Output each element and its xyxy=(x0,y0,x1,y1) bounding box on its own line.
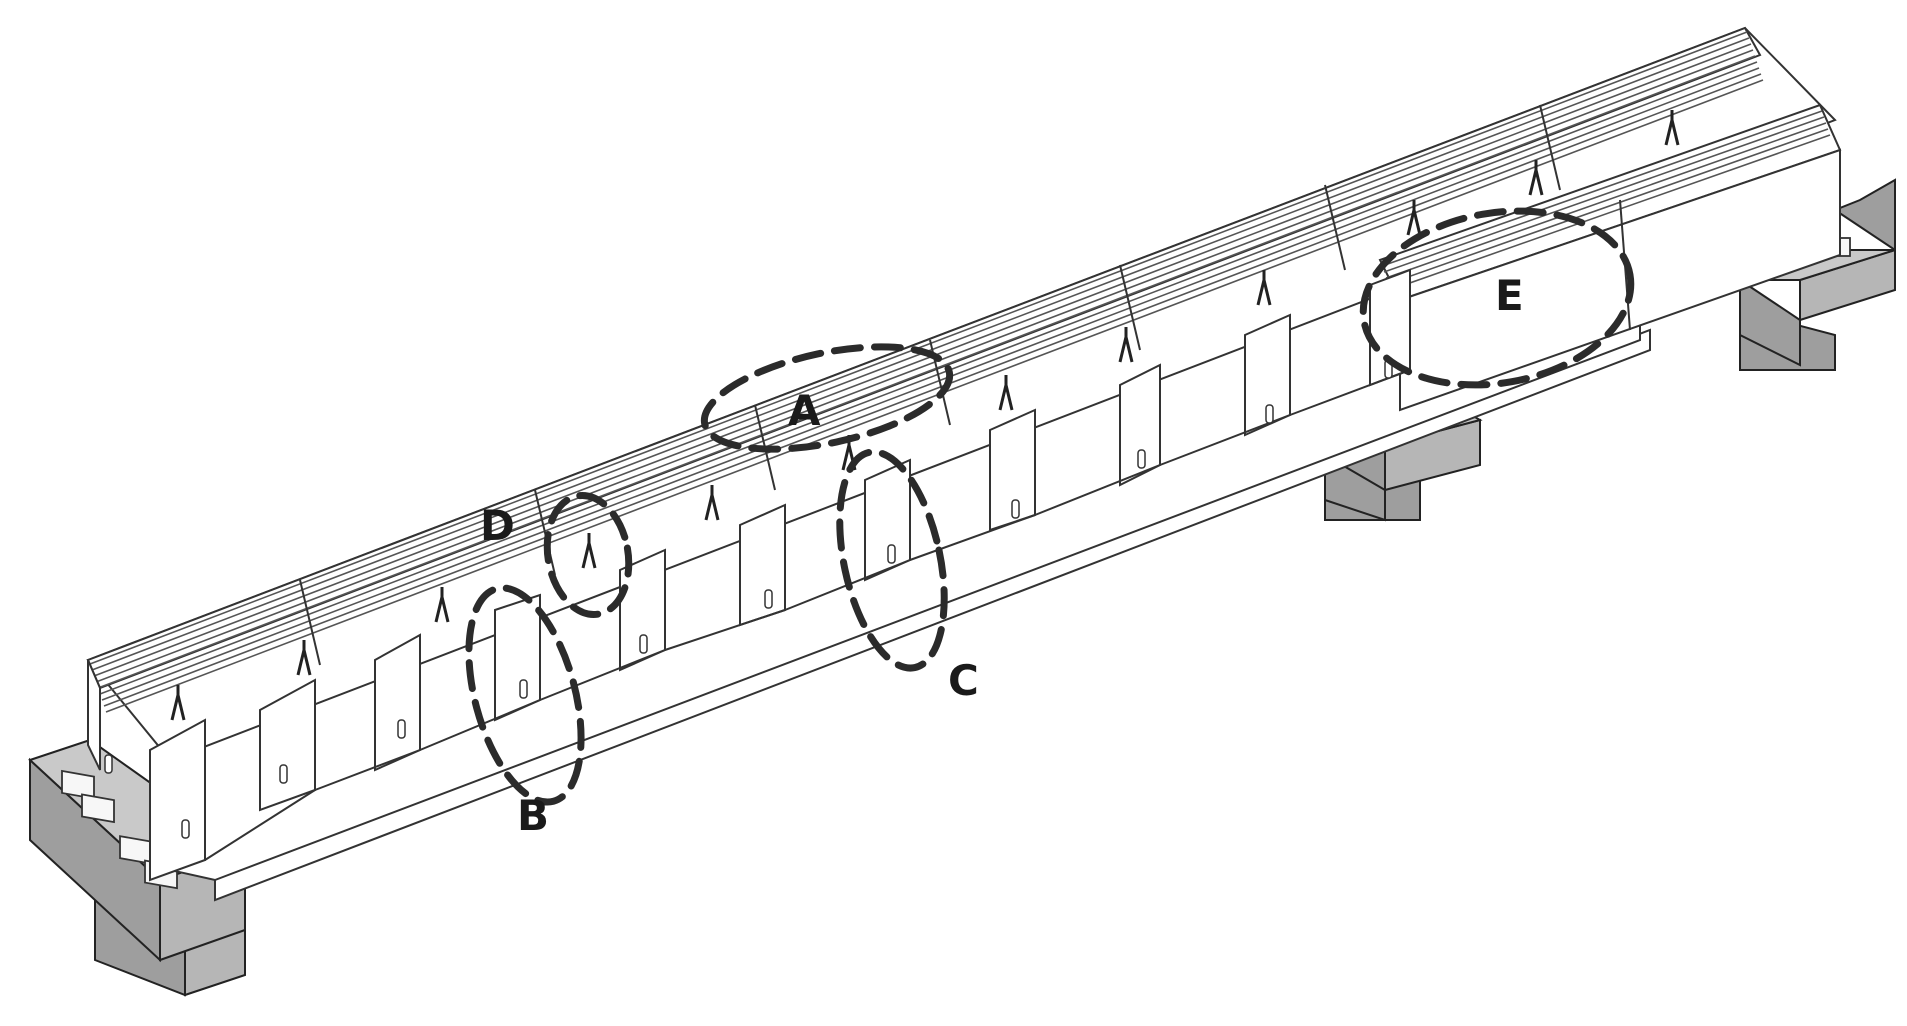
callout-c-ellipse xyxy=(836,448,948,672)
callout-label-d: D xyxy=(480,501,515,550)
struts xyxy=(170,110,1680,721)
callout-label-c: C xyxy=(948,656,979,705)
callout-a-ellipse xyxy=(700,343,954,453)
web-panels xyxy=(149,268,1411,882)
callout-label-a: A xyxy=(788,386,821,435)
callout-circles xyxy=(465,207,1635,806)
callout-e-ellipse xyxy=(1359,207,1635,389)
right-wing-planks xyxy=(1381,110,1831,291)
formwork-body xyxy=(86,26,1842,902)
callout-label-e: E xyxy=(1495,271,1524,320)
callout-d-ellipse xyxy=(543,492,633,618)
callout-labels: A B C D E xyxy=(480,271,1524,840)
panel-slots xyxy=(104,359,1393,839)
callout-b-ellipse xyxy=(465,584,585,806)
callout-label-b: B xyxy=(517,791,549,840)
